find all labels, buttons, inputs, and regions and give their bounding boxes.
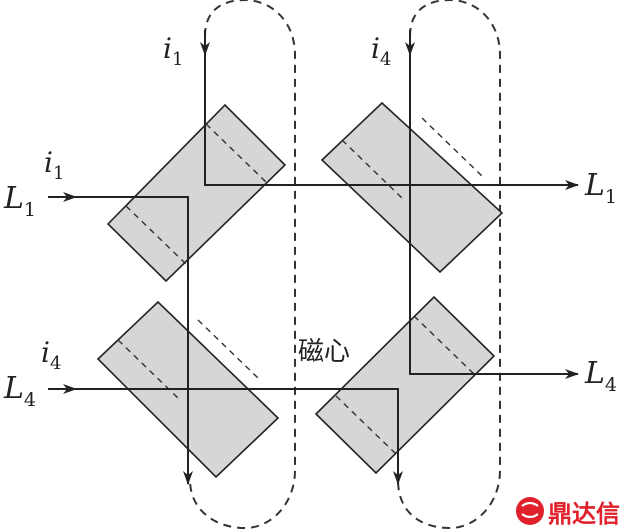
label-i4-left: i4 bbox=[41, 336, 61, 374]
wire-i4-to-L4-right bbox=[409, 55, 579, 379]
label-core: 磁心 bbox=[298, 337, 350, 367]
label-i4-top: i4 bbox=[371, 32, 391, 70]
label-L1-left: L1 bbox=[3, 181, 36, 221]
core-bottom-right bbox=[314, 295, 496, 475]
core-loop-left bbox=[189, 0, 296, 530]
wire-L4-left-path bbox=[76, 388, 403, 485]
wire-i1-to-L1-right bbox=[204, 55, 579, 190]
core-top-right bbox=[320, 101, 504, 274]
watermark-text: 鼎达信 bbox=[548, 500, 620, 528]
core-loop-right bbox=[397, 0, 501, 530]
core-top-left bbox=[106, 103, 287, 283]
label-L1-right: L1 bbox=[584, 168, 617, 208]
label-L4-left: L4 bbox=[3, 371, 36, 411]
label-L4-right: L4 bbox=[584, 356, 617, 396]
label-i1-top: i1 bbox=[163, 32, 183, 70]
watermark-logo-icon bbox=[516, 497, 544, 525]
watermark: 鼎达信 bbox=[516, 497, 620, 528]
label-i1-left: i1 bbox=[44, 146, 64, 184]
